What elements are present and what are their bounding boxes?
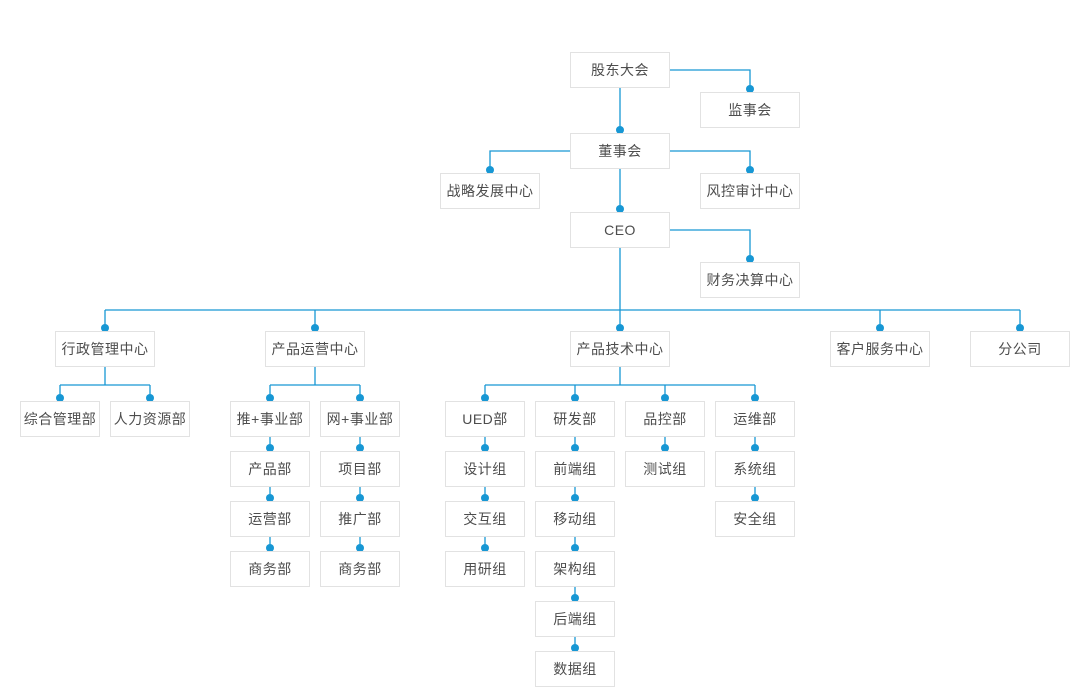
org-node-rd-data: 数据组 (535, 651, 615, 687)
org-node-risk-audit: 风控审计中心 (700, 173, 800, 209)
org-node-board: 董事会 (570, 133, 670, 169)
org-node-tech-rd: 研发部 (535, 401, 615, 437)
org-node-admin-center: 行政管理中心 (55, 331, 155, 367)
org-node-supervisory: 监事会 (700, 92, 800, 128)
org-node-ceo: CEO (570, 212, 670, 248)
org-node-ops-net-business: 商务部 (320, 551, 400, 587)
connector-top-levels (104, 69, 1021, 331)
org-node-rd-mobile: 移动组 (535, 501, 615, 537)
org-node-ops-net: 网+事业部 (320, 401, 400, 437)
org-node-service-center: 客户服务中心 (830, 331, 930, 367)
org-node-ued-research: 用研组 (445, 551, 525, 587)
org-node-ops-net-promotion: 推广部 (320, 501, 400, 537)
org-node-qc-test: 测试组 (625, 451, 705, 487)
org-node-rd-backend: 后端组 (535, 601, 615, 637)
org-node-shareholders: 股东大会 (570, 52, 670, 88)
org-node-ops-tui: 推+事业部 (230, 401, 310, 437)
org-node-finance: 财务决算中心 (700, 262, 800, 298)
org-node-strategy: 战略发展中心 (440, 173, 540, 209)
connector-center-branches (59, 367, 756, 401)
org-node-devops-system: 系统组 (715, 451, 795, 487)
org-node-ops-tui-product: 产品部 (230, 451, 310, 487)
org-node-ops-net-project: 项目部 (320, 451, 400, 487)
org-node-devops-security: 安全组 (715, 501, 795, 537)
org-node-ops-center: 产品运营中心 (265, 331, 365, 367)
org-node-admin-hr: 人力资源部 (110, 401, 190, 437)
org-node-tech-center: 产品技术中心 (570, 331, 670, 367)
org-node-tech-devops: 运维部 (715, 401, 795, 437)
org-node-rd-frontend: 前端组 (535, 451, 615, 487)
org-node-ued-design: 设计组 (445, 451, 525, 487)
org-node-tech-ued: UED部 (445, 401, 525, 437)
org-node-rd-architecture: 架构组 (535, 551, 615, 587)
org-node-ops-tui-operation: 运营部 (230, 501, 310, 537)
org-node-admin-general: 综合管理部 (20, 401, 100, 437)
org-node-ops-tui-business: 商务部 (230, 551, 310, 587)
org-node-branch: 分公司 (970, 331, 1070, 367)
org-node-tech-qc: 品控部 (625, 401, 705, 437)
org-node-ued-interaction: 交互组 (445, 501, 525, 537)
